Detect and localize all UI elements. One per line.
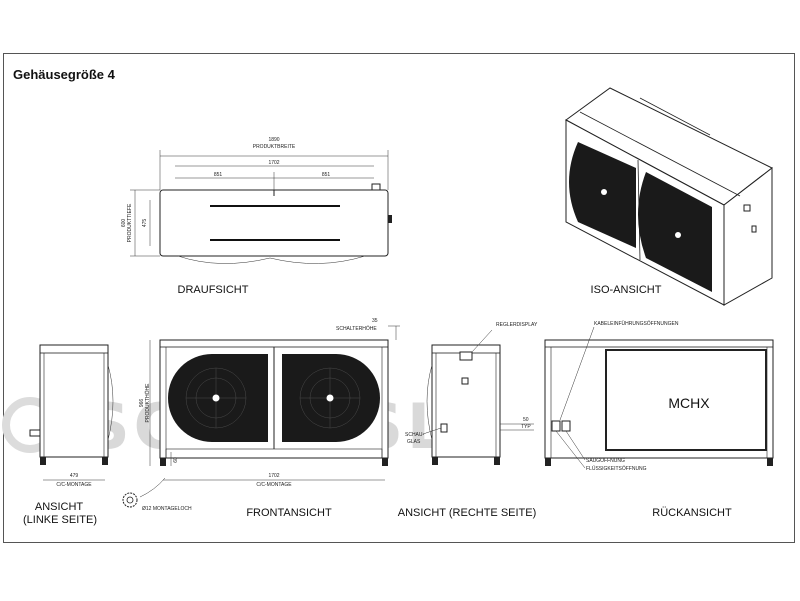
- drawing-frame: [3, 53, 795, 543]
- dim-front-base: 1702: [268, 473, 279, 479]
- label-top-view: DRAUFSICHT: [178, 284, 249, 296]
- label-right-view: ANSICHT (RECHTE SEITE): [398, 507, 537, 519]
- dim-top-depth: 600: [121, 219, 127, 228]
- page-title: Gehäusegröße 4: [13, 67, 115, 82]
- label-back-view: RÜCKANSICHT: [652, 507, 732, 519]
- dim-height: 966: [139, 399, 145, 408]
- dim-front-base-label: C/C-MONTAGE: [256, 482, 292, 488]
- dim-top-depth-label: PRODUKTTIEFE: [127, 203, 133, 242]
- left-view: 479 C/C-MONTAGE ANSICHT (LINKE SEITE) Ø1…: [23, 344, 192, 526]
- dim-top-width-label: PRODUKTBREITE: [253, 144, 296, 150]
- iso-view: ISO-ANSICHT: [565, 87, 773, 306]
- label-left-view-2: (LINKE SEITE): [23, 514, 97, 526]
- dim-top-inner: 1702: [268, 160, 279, 166]
- dim-left-base: 479: [70, 473, 79, 479]
- dim-front-foot: 60: [173, 457, 179, 463]
- callout-fluess: FLÜSSIGKEITSÖFFNUNG: [586, 465, 647, 472]
- callout-saug: SAUGÖFFNUNG: [586, 457, 625, 464]
- dim-switch-height: 35: [372, 318, 378, 324]
- back-view: MCHX KABELEINFÜHRUNGSÖFFNUNGEN SAUGÖFFNU…: [544, 320, 774, 519]
- callout-kabel: KABELEINFÜHRUNGSÖFFNUNGEN: [594, 320, 679, 327]
- callout-schauglas-2: GLAS: [407, 439, 421, 445]
- dim-top-width: 1890: [268, 137, 279, 143]
- callout-regler: REGLERDISPLAY: [496, 322, 538, 328]
- dim-right-typ-label: TYP: [521, 424, 531, 430]
- label-front-view: FRONTANSICHT: [246, 507, 332, 519]
- dim-top-half-left: 851: [214, 172, 223, 178]
- dim-right-typ: 50: [523, 417, 529, 423]
- dim-mounting-hole: Ø12 MONTAGELOCH: [142, 506, 192, 512]
- mchx-label: MCHX: [668, 395, 710, 411]
- dim-switch-height-label: SCHALTERHÖHE: [336, 325, 377, 332]
- front-view: 1702 C/C-MONTAGE 966 PRODUKTHÖHE 60 35 S…: [139, 318, 400, 519]
- dim-height-label: PRODUKTHÖHE: [144, 383, 151, 423]
- label-left-view-1: ANSICHT: [35, 501, 84, 513]
- callout-schauglas-1: SCHAU-: [405, 432, 425, 438]
- label-iso-view: ISO-ANSICHT: [591, 284, 662, 296]
- dim-top-depth-inner: 475: [142, 219, 148, 228]
- dim-left-base-label: C/C-MONTAGE: [56, 482, 92, 488]
- right-view: REGLERDISPLAY SCHAU- GLAS 50 TYP ANSICHT…: [398, 322, 538, 519]
- top-view: 1890 PRODUKTBREITE 1702 851 851 600 PROD…: [121, 137, 392, 296]
- dim-top-half-right: 851: [322, 172, 331, 178]
